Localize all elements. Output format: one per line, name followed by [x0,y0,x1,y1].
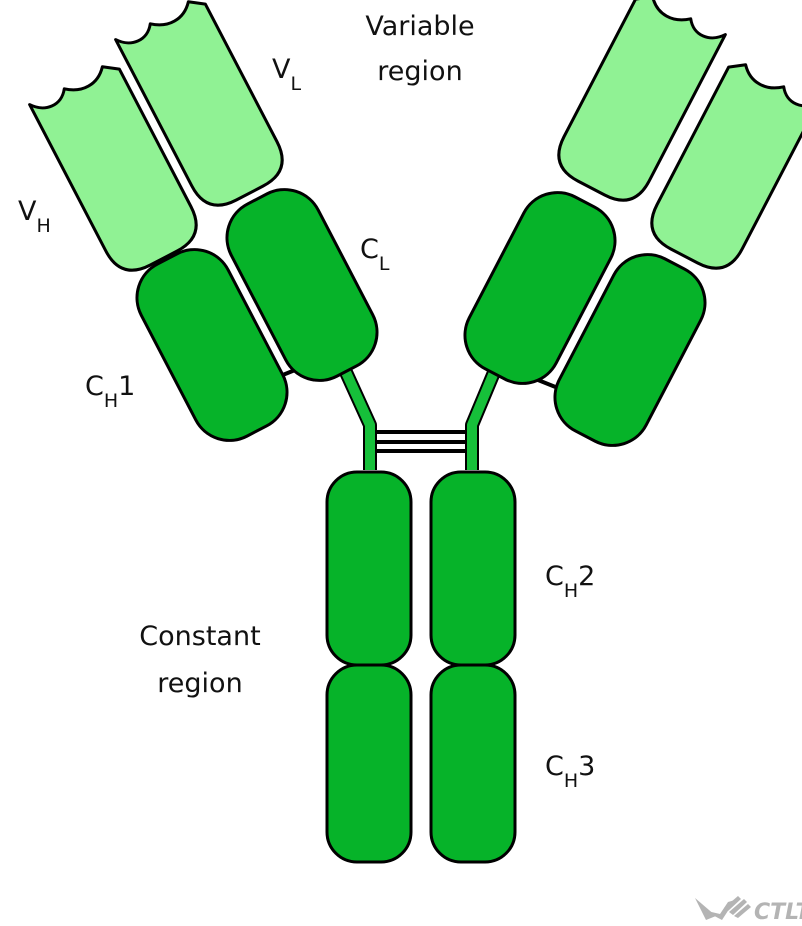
ch2-label: CH2 [545,561,595,602]
ctlt-logo-text: CTLT [754,900,802,925]
vl-label: VL [272,54,301,95]
cl-label: CL [360,234,390,275]
constant-region-label-line1: Constant [139,621,260,652]
ch1-label: CH1 [85,371,135,412]
left-fab [30,0,391,454]
variable-region-label-line2: region [377,56,462,87]
fc-region [327,472,515,862]
ch3-label: CH3 [545,751,595,792]
variable-region-label-line1: Variable [365,11,474,42]
ctlt-logo-icon [695,896,751,920]
right-fab [452,0,802,459]
ch2-domain-left [327,472,411,665]
ctlt-logo: CTLT [695,896,802,925]
hinge-right-fill [472,370,495,470]
ch2-domain-right [431,472,515,665]
constant-region-label-line2: region [157,668,242,699]
ch3-domain-left [327,665,411,862]
vh-label: VH [18,196,51,237]
ch3-domain-right [431,665,515,862]
